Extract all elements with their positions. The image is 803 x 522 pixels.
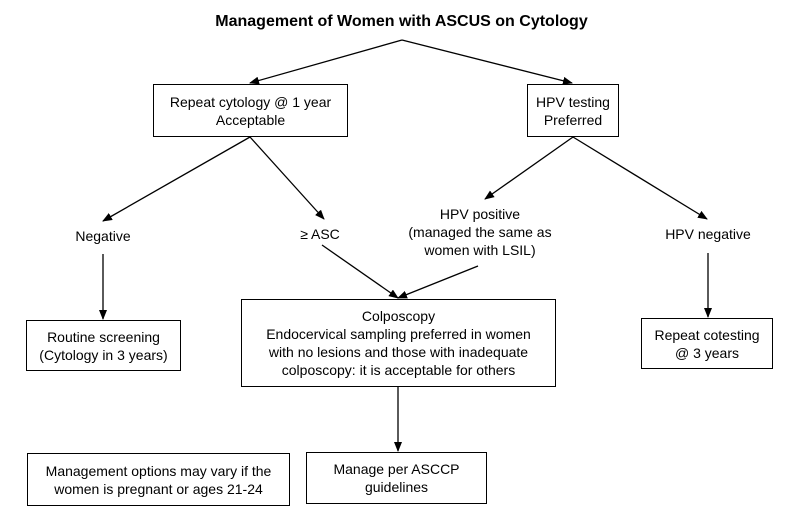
- manage-asccp-box: Manage per ASCCP guidelines: [306, 452, 487, 504]
- arrow-repeat-cytology-to-asc: [249, 136, 325, 220]
- colposcopy-line3: with no lesions and those with inadequat…: [268, 344, 529, 360]
- repeat-cytology-line2: Acceptable: [215, 111, 286, 128]
- hpv-positive-line3: women with LSIL): [424, 242, 536, 258]
- routine-screening-line2: (Cytology in 3 years): [39, 346, 168, 363]
- arrow-hpv-positive-to-colposcopy: [397, 265, 479, 299]
- arrow-repeat-cytology-to-negative: [102, 136, 251, 222]
- hpv-testing-line1: HPV testing: [536, 93, 610, 110]
- arrow-asc-to-colposcopy: [321, 244, 399, 299]
- repeat-cotesting-line1: Repeat cotesting: [654, 326, 760, 343]
- colposcopy-line4: colposcopy: it is acceptable for others: [281, 362, 516, 378]
- management-options-box: Management options may vary if the women…: [27, 453, 290, 506]
- arrow-hpv-testing-to-hpv-positive: [484, 136, 574, 200]
- colposcopy-box: Colposcopy Endocervical sampling preferr…: [241, 299, 556, 387]
- hpv-positive-line1: HPV positive: [439, 206, 521, 222]
- negative-label: Negative: [75, 228, 131, 244]
- manage-asccp-line2: guidelines: [364, 479, 429, 495]
- repeat-cytology-box: Repeat cytology @ 1 year Acceptable: [153, 84, 348, 137]
- diagram-title: Management of Women with ASCUS on Cytolo…: [215, 13, 588, 30]
- repeat-cotesting-line2: @ 3 years: [674, 344, 739, 361]
- arrow-hpv-testing-to-hpv-negative: [572, 136, 708, 220]
- repeat-cotesting-box: Repeat cotesting @ 3 years: [641, 318, 773, 369]
- management-options-line1: Management options may vary if the: [45, 462, 272, 479]
- hpv-positive-line2: (managed the same as: [408, 224, 552, 240]
- routine-screening-line1: Routine screening: [47, 328, 160, 345]
- hpv-testing-line2: Preferred: [543, 111, 603, 128]
- repeat-cytology-line1: Repeat cytology @ 1 year: [169, 93, 332, 110]
- hpv-negative-label: HPV negative: [665, 226, 751, 242]
- arrow-title-to-hpv-testing: [401, 39, 573, 85]
- hpv-testing-box: HPV testing Preferred: [527, 84, 619, 137]
- colposcopy-line2: Endocervical sampling preferred in women: [266, 326, 531, 342]
- colposcopy-line1: Colposcopy: [361, 308, 436, 324]
- manage-asccp-line1: Manage per ASCCP: [333, 461, 460, 477]
- asc-label: ≥ ASC: [300, 226, 340, 242]
- routine-screening-box: Routine screening (Cytology in 3 years): [26, 320, 181, 371]
- management-options-line2: women is pregnant or ages 21-24: [54, 480, 263, 497]
- hpv-positive-label: HPV positive (managed the same as women …: [390, 205, 570, 259]
- arrow-title-to-repeat-cytology: [249, 39, 403, 85]
